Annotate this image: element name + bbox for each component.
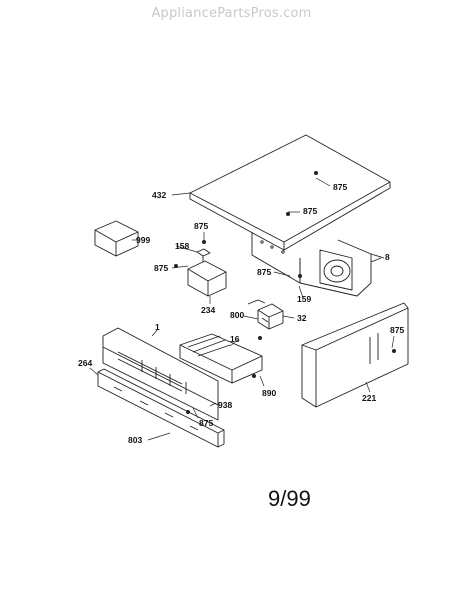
label-875-a: 875 xyxy=(194,221,208,231)
label-890: 890 xyxy=(262,388,276,398)
control-panel xyxy=(102,327,219,421)
site-watermark: AppliancePartsPros.com xyxy=(151,6,312,21)
leader-lines xyxy=(89,177,395,441)
box-part xyxy=(94,220,139,257)
label-16: 16 xyxy=(230,334,240,344)
label-234: 234 xyxy=(201,305,215,315)
label-875-b: 875 xyxy=(154,263,168,273)
revision-date: 9/99 xyxy=(268,486,311,511)
label-1: 1 xyxy=(155,322,160,332)
label-999: 999 xyxy=(136,235,150,245)
label-432: 432 xyxy=(152,190,166,200)
label-875-c: 875 xyxy=(257,267,271,277)
label-159: 159 xyxy=(297,294,311,304)
label-8: 8 xyxy=(385,252,390,262)
label-938: 938 xyxy=(218,400,232,410)
label-875-top-2: 875 xyxy=(303,206,317,216)
label-221: 221 xyxy=(362,393,376,403)
side-rail xyxy=(301,302,409,408)
label-875-top-1: 875 xyxy=(333,182,347,192)
label-803: 803 xyxy=(128,435,142,445)
switch-assembly xyxy=(247,299,284,330)
rear-bracket xyxy=(251,232,385,297)
label-800: 800 xyxy=(230,310,244,320)
trim-strip xyxy=(97,368,225,448)
cabinet-top-panel xyxy=(189,134,391,251)
label-158: 158 xyxy=(175,241,189,251)
label-875-e: 875 xyxy=(199,418,213,428)
mounting-bracket xyxy=(187,248,227,297)
label-264: 264 xyxy=(78,358,92,368)
label-32: 32 xyxy=(297,313,307,323)
screws xyxy=(174,171,396,414)
label-875-d: 875 xyxy=(390,325,404,335)
control-board xyxy=(179,333,263,384)
